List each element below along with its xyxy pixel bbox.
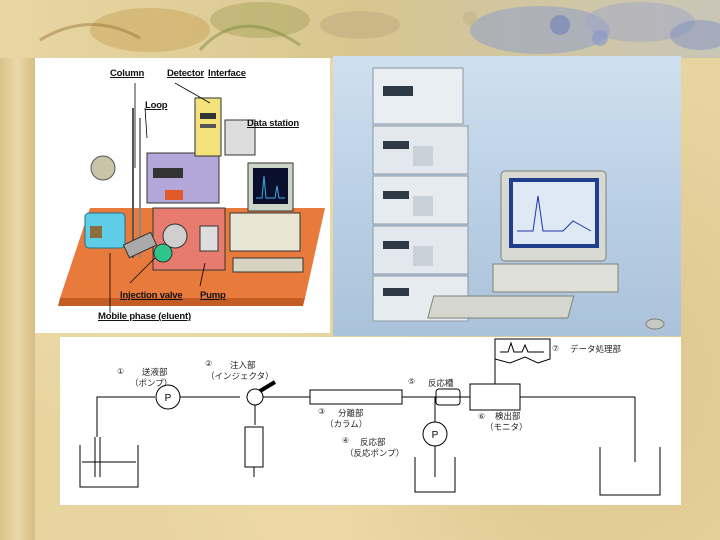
part-5-num: ⑤ (408, 377, 415, 386)
left-decor-strip (0, 58, 35, 540)
part-2-num: ② (205, 359, 212, 368)
detector-symbol (470, 384, 520, 410)
instrument-stack (373, 68, 468, 321)
column-symbol (310, 390, 402, 404)
data-station-cpu (230, 213, 300, 251)
pump-1-letter: P (165, 393, 172, 404)
keyboard (233, 258, 303, 272)
pump-2-letter: P (432, 430, 439, 441)
label-interface: Interface (208, 68, 246, 79)
part-4-sub: （反応ポンプ） (345, 447, 404, 459)
part-7-label: データ処理部 (570, 343, 621, 355)
hplc-photo-art (333, 56, 681, 336)
schematic-panel: P P ① 送液部 （ポンプ） ② 注入部 （インジェクタ） ③ 分離部 （カラ… (60, 337, 681, 505)
label-pump: Pump (200, 290, 226, 301)
label-loop: Loop (145, 100, 167, 111)
flower-banner-art (0, 0, 720, 58)
part-4-num: ④ (342, 436, 349, 445)
hplc-illustration (35, 58, 330, 333)
syringe (245, 427, 263, 467)
part-1-sub: （ポンプ） (130, 377, 172, 389)
part-2-sub: （インジェクタ） (206, 370, 274, 382)
part-7-num: ⑦ (552, 344, 559, 353)
label-column: Column (110, 68, 144, 79)
flow-diagram: P P (60, 337, 681, 505)
part-6-sub: （モニタ） (485, 421, 528, 433)
part-1-num: ① (117, 367, 124, 376)
hplc-illustration-panel: Column Detector Interface Loop Data stat… (35, 58, 330, 333)
part-3-sub: （カラム） (325, 418, 367, 430)
flower-banner (0, 0, 720, 58)
part-6-num: ⑥ (478, 412, 485, 421)
label-injection-valve: Injection valve (120, 290, 182, 301)
part-5-label: 反応槽 (428, 377, 454, 389)
waste-beaker (600, 447, 660, 495)
label-data-station: Data station (247, 118, 299, 129)
part-3-num: ③ (318, 407, 325, 416)
hplc-photo (333, 56, 681, 336)
label-detector: Detector (167, 68, 204, 79)
eluent-beaker (80, 445, 138, 487)
label-mobile-phase: Mobile phase (eluent) (98, 311, 191, 322)
